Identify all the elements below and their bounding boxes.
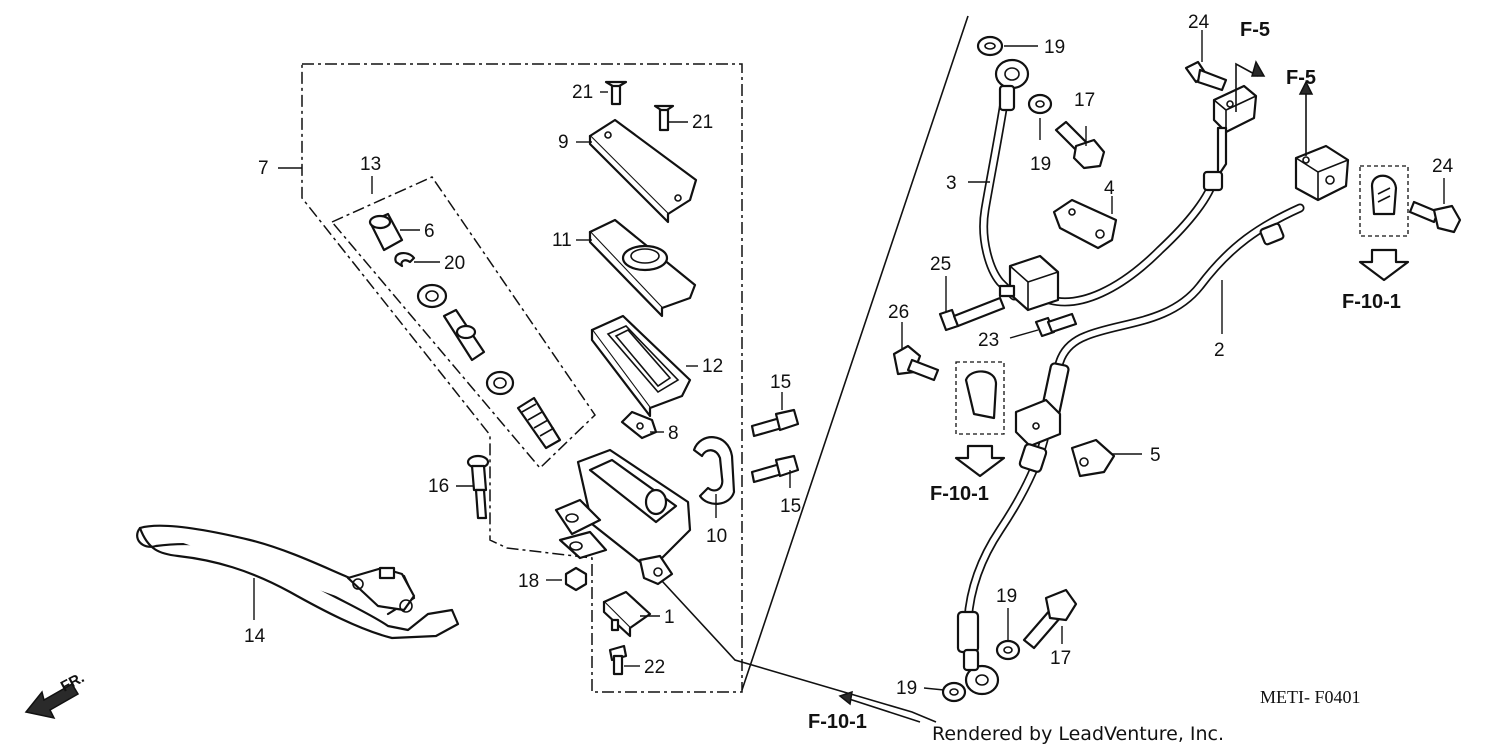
callout-22: 22 [644, 657, 665, 678]
callout-19-upper: 19 [1030, 154, 1051, 175]
callout-25: 25 [930, 254, 951, 275]
callout-19-bottom: 19 [896, 678, 917, 699]
reservoir-cap-9 [588, 118, 698, 224]
brake-hose-lower [956, 362, 1070, 696]
brake-hose-3 [979, 58, 1219, 307]
assembly-outline-13 [330, 176, 596, 470]
diaphragm-12 [590, 314, 692, 418]
callout-14: 14 [244, 626, 266, 647]
callout-24-upper: 24 [1188, 12, 1210, 33]
ref-f5-upper: F-5 [1240, 19, 1270, 41]
callout-19-top: 19 [1044, 37, 1065, 58]
bolt-15-upper [750, 408, 800, 438]
callout-15-upper: 15 [770, 372, 791, 393]
master-cylinder-body [554, 448, 692, 586]
brake-lever-14 [136, 524, 460, 640]
ref-f10-1-middle: F-10-1 [930, 483, 989, 505]
bolt-25 [938, 296, 1006, 332]
callout-15-lower: 15 [780, 496, 801, 517]
callout-17-upper: 17 [1074, 90, 1095, 111]
assembly-outline-7 [301, 63, 743, 693]
ref-f10-1-bottom: F-10-1 [808, 711, 867, 733]
callout-10: 10 [706, 526, 727, 547]
clamp-5 [1070, 438, 1116, 478]
callout-2: 2 [1214, 340, 1225, 361]
washer-19-upper [1027, 93, 1053, 115]
bolt-15-lower [750, 454, 800, 484]
callout-11: 11 [552, 230, 572, 251]
callout-8: 8 [668, 423, 679, 444]
callout-3: 3 [946, 173, 957, 194]
clip-8 [620, 410, 658, 440]
callout-17-lower: 17 [1050, 648, 1071, 669]
bolt-24-upper [1184, 60, 1228, 92]
drawing-code: METI- F0401 [1260, 687, 1361, 707]
callout-9: 9 [558, 132, 569, 153]
washer-19-lower-right [995, 639, 1021, 661]
callout-16: 16 [428, 476, 449, 497]
callout-20: 20 [444, 253, 465, 274]
brake-switch-1 [602, 590, 652, 638]
callout-19-lower: 19 [996, 586, 1017, 607]
callout-23: 23 [978, 330, 999, 351]
render-credit: Rendered by LeadVenture, Inc. [932, 723, 1224, 745]
holder-10 [692, 436, 736, 505]
callout-24-right: 24 [1432, 156, 1454, 177]
hose-bracket-upper [1202, 84, 1258, 192]
callout-21-right: 21 [692, 112, 713, 133]
screw-21-right [653, 104, 675, 132]
callout-4: 4 [1104, 178, 1115, 199]
bolt-23 [1034, 312, 1078, 338]
pivot-bolt-16 [466, 454, 490, 520]
callout-18: 18 [518, 571, 539, 592]
callout-numbers: 7 13 6 20 21 21 9 11 12 8 10 15 15 16 18… [244, 12, 1454, 699]
reference-labels: F-5 F-5 F-10-1 F-10-1 F-10-1 [808, 19, 1401, 733]
callout-12: 12 [702, 356, 723, 377]
screw-22 [608, 644, 628, 676]
callout-13: 13 [360, 154, 381, 175]
bolt-24-right [1408, 200, 1462, 234]
piston-set-13 [368, 212, 562, 450]
clip-ref-upper [1358, 165, 1410, 282]
bolt-17-upper [1054, 120, 1106, 170]
brake-hose-2 [1051, 144, 1350, 397]
nut-18 [564, 566, 588, 592]
assembly-leader-lines [649, 15, 969, 723]
ref-f5-right: F-5 [1286, 67, 1316, 89]
callout-6: 6 [424, 221, 435, 242]
callout-leaders [253, 30, 1445, 691]
joint-block [998, 254, 1060, 312]
callout-7: 7 [258, 158, 269, 179]
clip-ref-lower [954, 361, 1006, 478]
callout-26: 26 [888, 302, 909, 323]
callout-1: 1 [664, 607, 675, 628]
callout-5: 5 [1150, 445, 1161, 466]
diaphragm-plate-11 [588, 218, 697, 318]
ref-arrows [838, 60, 1314, 723]
bolt-17-lower [1022, 588, 1078, 650]
front-direction-arrow [24, 682, 80, 720]
washer-19-top [976, 35, 1004, 57]
ref-f10-1-right: F-10-1 [1342, 291, 1401, 313]
callout-21-top: 21 [572, 82, 593, 103]
washer-19-bottom [941, 681, 967, 703]
bolt-26 [892, 344, 940, 382]
bracket-4 [1052, 198, 1118, 250]
screw-21-top [604, 80, 628, 106]
